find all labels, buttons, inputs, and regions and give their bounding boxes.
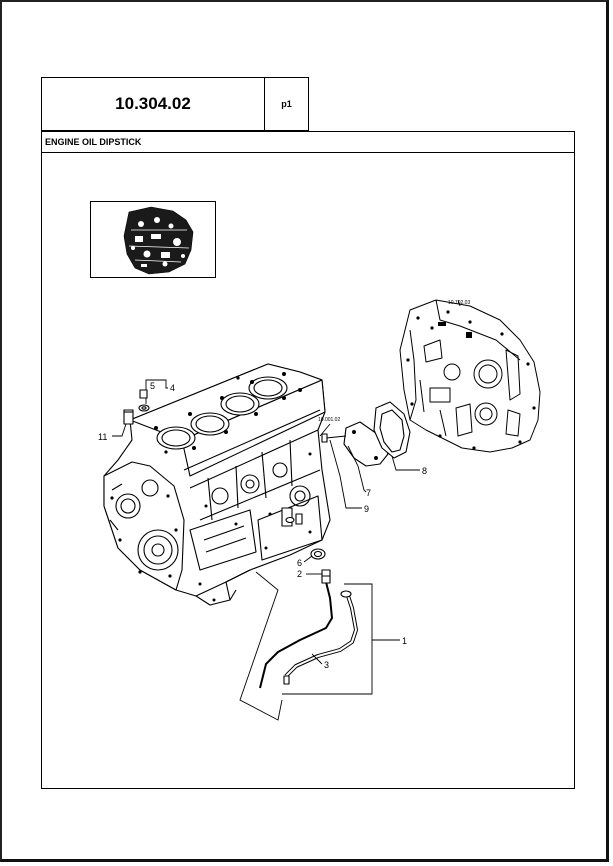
callout-3: 3	[324, 660, 329, 670]
dipstick-tube-part-1	[284, 590, 358, 678]
engine-thumbnail-icon	[123, 206, 194, 275]
callout-2: 2	[297, 569, 302, 579]
callout-6: 6	[297, 558, 302, 568]
gasket-part-8	[373, 401, 411, 459]
callout-5: 5	[150, 381, 155, 391]
engine-thumbnail	[90, 201, 216, 278]
washer-part-4	[138, 404, 150, 412]
callout-1: 1	[402, 636, 407, 646]
engine-block-drawing	[103, 363, 331, 606]
callout-8: 8	[422, 466, 427, 476]
callout-9: 9	[364, 504, 369, 514]
dipstick-part-3	[259, 575, 333, 689]
page-number: p1	[264, 77, 309, 131]
callout-7: 7	[366, 488, 371, 498]
screw-part-5	[139, 389, 148, 399]
bolt-part-9	[321, 433, 347, 443]
diagram-area	[41, 152, 575, 789]
callout-11: 11	[98, 432, 107, 442]
ref-10-102-03: 10.102.03	[448, 300, 470, 306]
callout-4: 4	[170, 383, 175, 393]
ref-10-001-02: 10.001.02	[318, 417, 340, 423]
oring-part-6	[310, 548, 326, 560]
flywheel-housing-drawing	[399, 299, 541, 453]
breather-plug-part-11	[123, 409, 134, 425]
seal-part-2	[321, 569, 331, 577]
